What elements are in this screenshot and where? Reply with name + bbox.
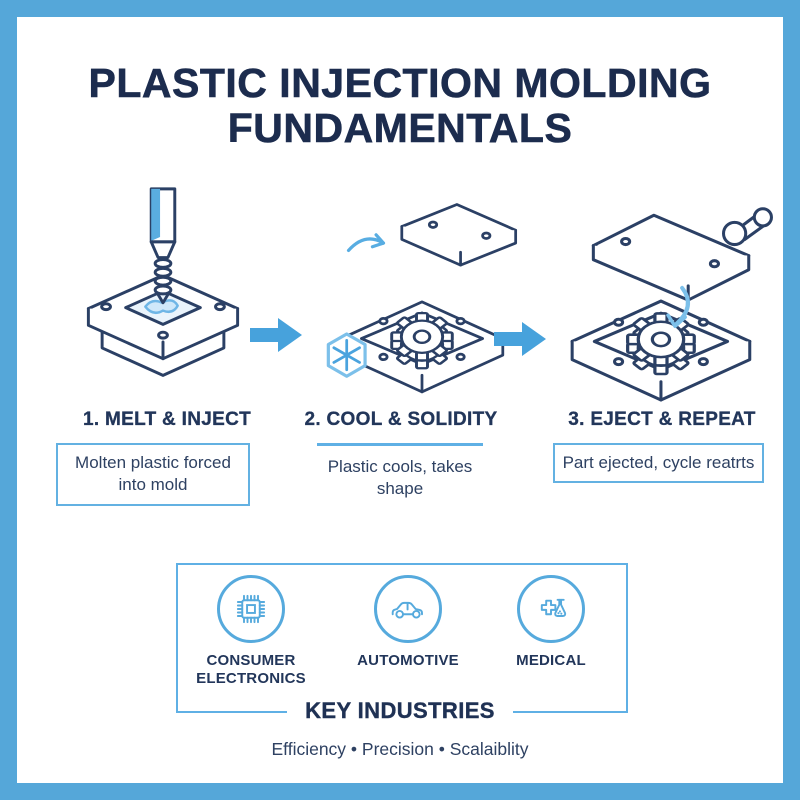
key-industries-heading: KEY INDUSTRIES (17, 698, 783, 724)
step-3-description-box: Part ejected, cycle reatrts (553, 443, 764, 484)
step-1-description-box: Molten plastic forced into mold (56, 443, 250, 506)
right-arrow-icon (494, 320, 546, 358)
industry-item-consumer-electronics: CONSUMER ELECTRONICS (180, 575, 322, 687)
curved-arrow-icon (346, 233, 386, 253)
cooling-mold-drawing (326, 203, 518, 394)
page-title: PLASTIC INJECTION MOLDING FUNDAMENTALS (17, 60, 783, 152)
industry-item-medical: MEDICAL (480, 575, 622, 670)
industry-item-automotive: AUTOMOTIVE (337, 575, 479, 670)
ejecting-mold-drawing (570, 207, 773, 402)
industries-panel: CONSUMER ELECTRONICS AUTOMOTIVE (176, 563, 628, 713)
industry-label: AUTOMOTIVE (357, 652, 459, 669)
step-3-label: 3. EJECT & REPEAT (568, 409, 756, 430)
title-line-1: PLASTIC INJECTION MOLDING (88, 60, 712, 106)
industry-label: MEDICAL (516, 652, 586, 669)
content-canvas: PLASTIC INJECTION MOLDING FUNDAMENTALS (17, 17, 783, 783)
microchip-icon (217, 575, 285, 643)
right-arrow-icon (250, 316, 302, 354)
step-2-label: 2. COOL & SOLIDITY (304, 409, 498, 430)
ejection-arrow-icon (666, 285, 690, 329)
title-line-2: FUNDAMENTALS (227, 105, 573, 152)
industry-label: CONSUMER ELECTRONICS (196, 652, 306, 687)
car-icon (374, 575, 442, 643)
tagline: Efficiency • Precision • Scalaiblity (271, 739, 529, 759)
injection-mold-drawing (86, 187, 240, 377)
melt-inject-illustration (55, 181, 271, 397)
step-1-label: 1. MELT & INJECT (82, 409, 252, 430)
medical-cross-flask-icon (517, 575, 585, 643)
step-2-description-box: Plastic cools, takes shape (317, 443, 483, 508)
key-industries-text: KEY INDUSTRIES (287, 698, 513, 724)
snowflake-icon (326, 332, 367, 378)
cool-solidify-illustration (321, 199, 523, 401)
eject-repeat-illustration (555, 183, 777, 405)
